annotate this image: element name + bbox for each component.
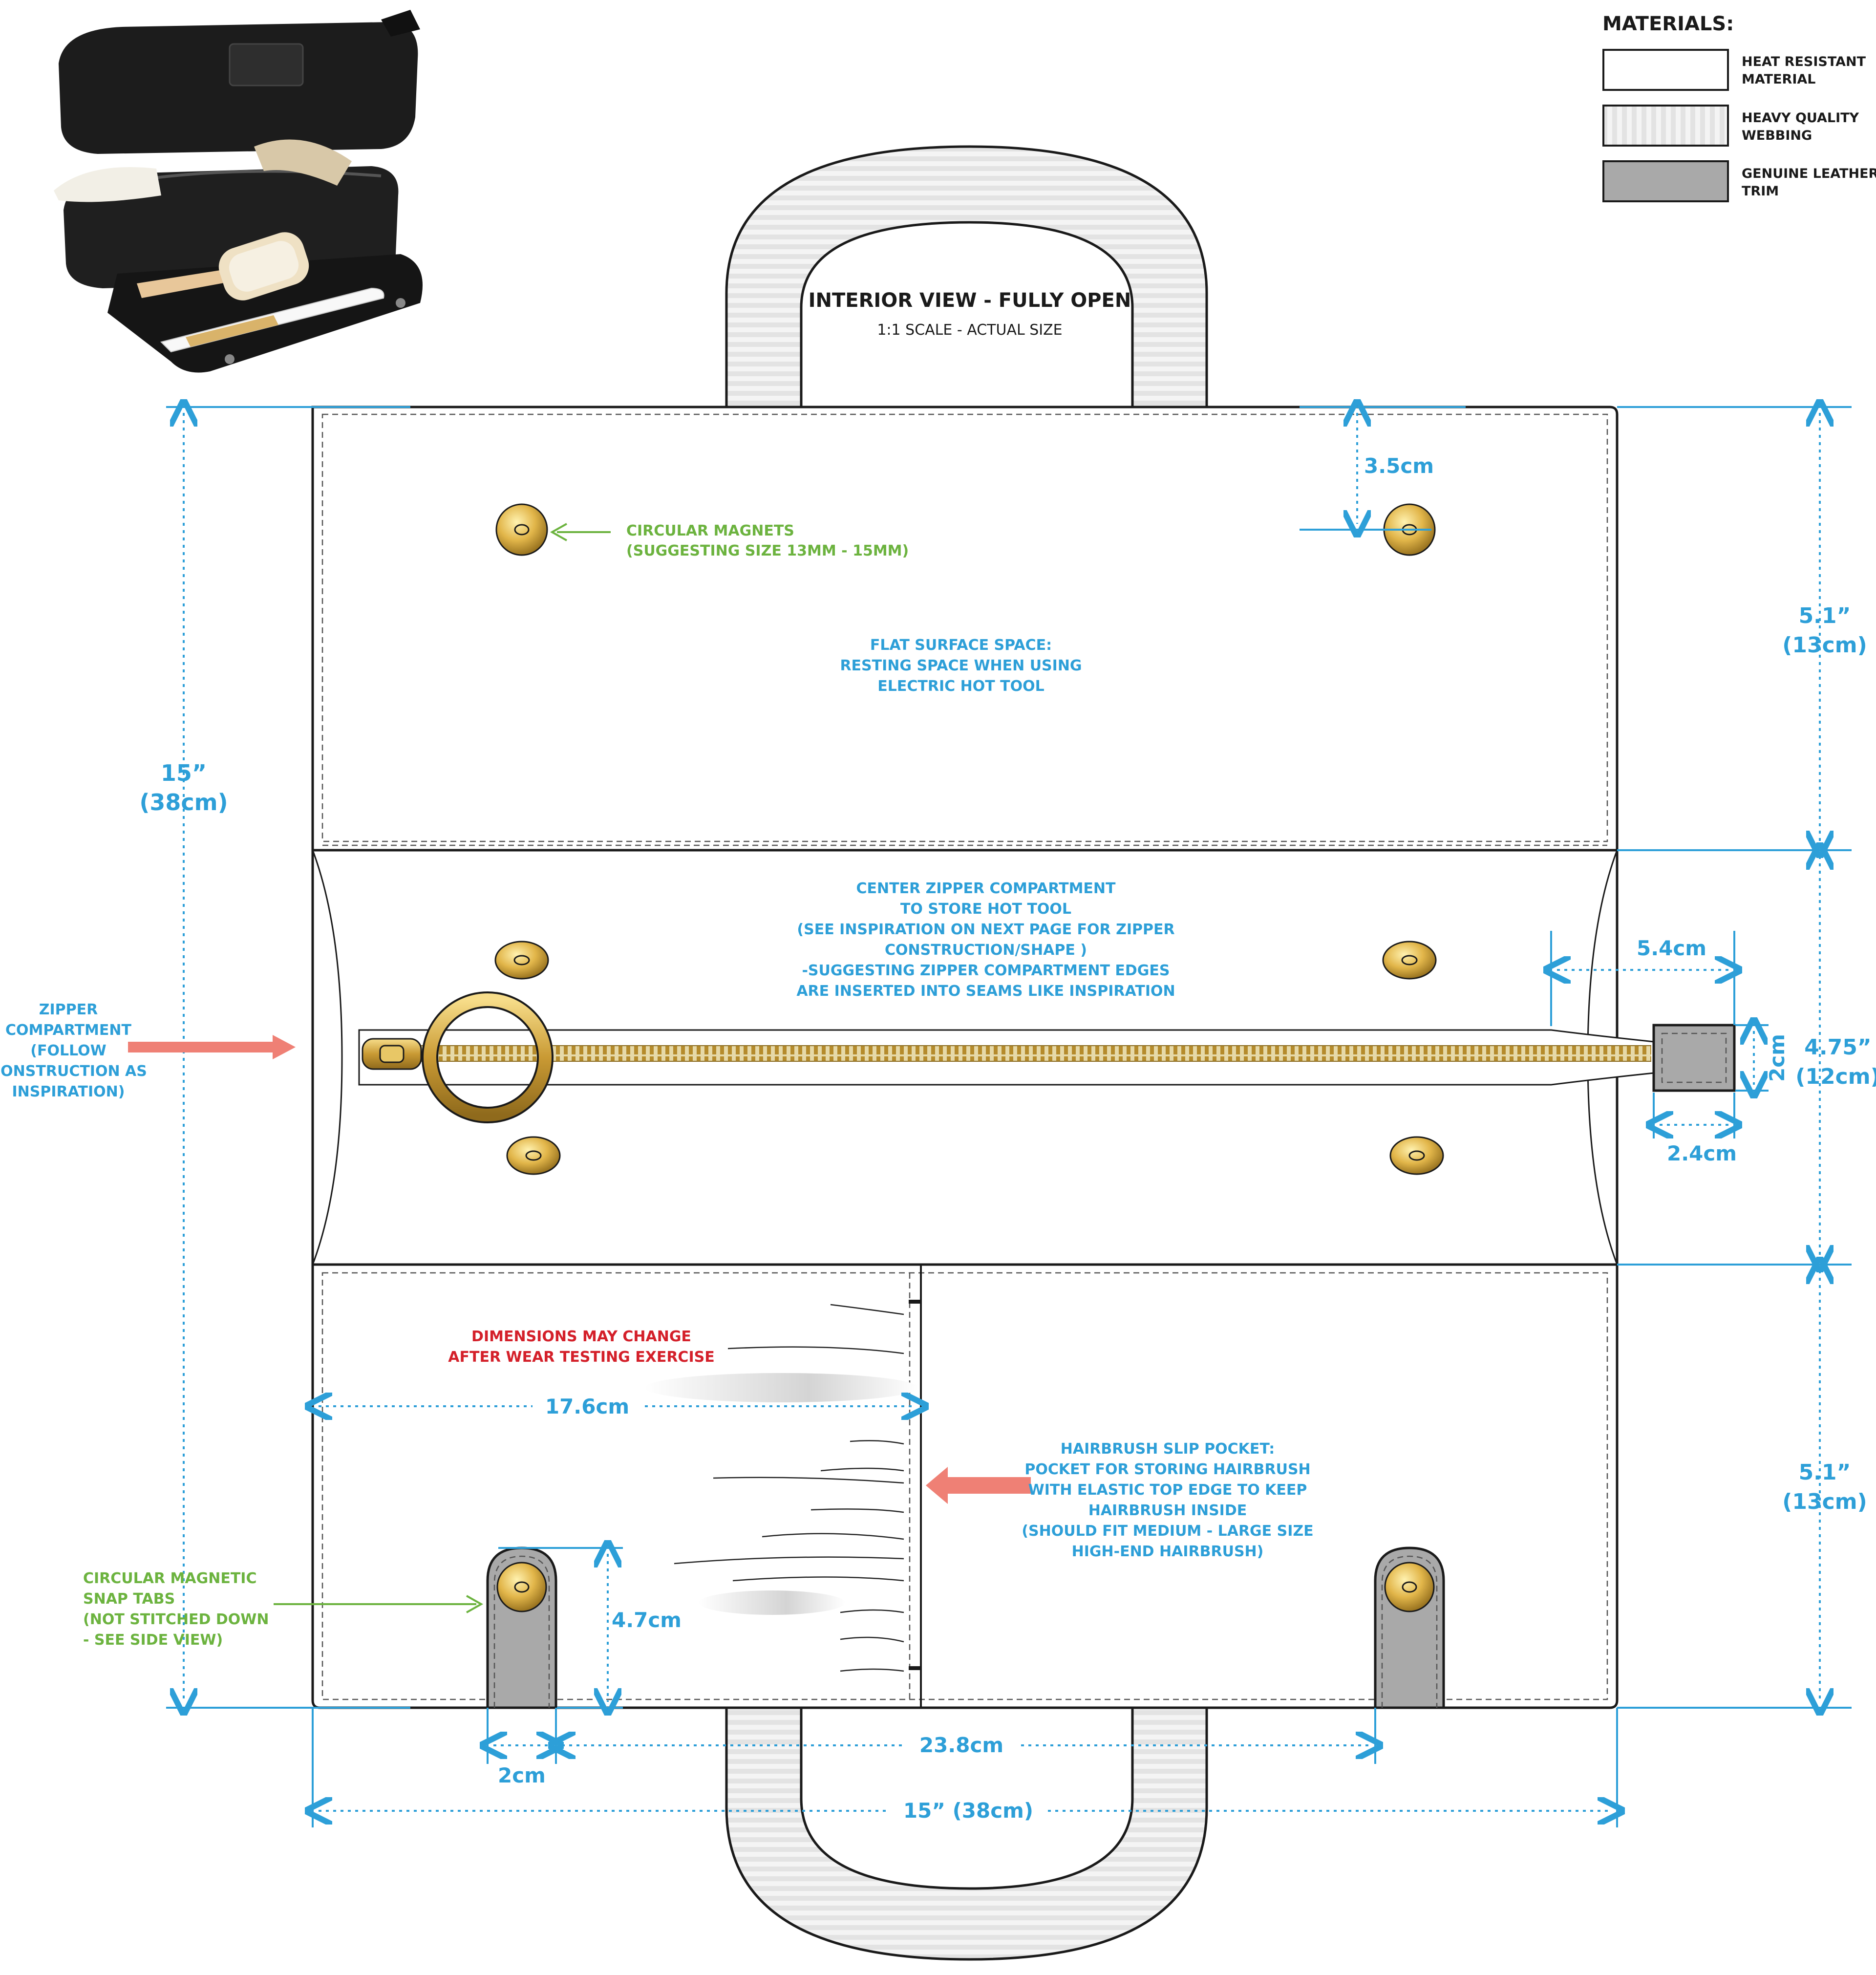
legend-swatch-webbing <box>1602 105 1729 147</box>
dimension-lines <box>166 407 1852 1827</box>
hairbrush-sketch <box>645 1304 918 1672</box>
dim-total-width: 15” (38cm) <box>903 1799 1033 1823</box>
dim-snap-tab-length: 4.7cm <box>612 1608 682 1632</box>
dim-total-height-cm: (38cm) <box>139 789 228 816</box>
magnets-label-1: CIRCULAR MAGNETS <box>626 522 794 539</box>
dim-tab-width: 2.4cm <box>1667 1141 1737 1165</box>
center-zipper-3: (SEE INSPIRATION ON NEXT PAGE FOR ZIPPER <box>797 921 1174 938</box>
bottom-handle <box>725 1706 1208 1961</box>
dim-bottom-height-in: 5.1” <box>1799 1460 1851 1485</box>
legend-label-2b: WEBBING <box>1742 128 1812 143</box>
dim-tab-height: 2cm <box>1765 1034 1789 1082</box>
dim-top-height-in: 5.1” <box>1799 603 1851 628</box>
dim-middle-height-cm: (12cm) <box>1795 1064 1876 1089</box>
zipper <box>358 1024 1736 1092</box>
dimensions-warning-2: AFTER WEAR TESTING EXERCISE <box>448 1349 714 1366</box>
hairbrush-pocket-3: WITH ELASTIC TOP EDGE TO KEEP <box>1028 1481 1307 1499</box>
snap-tab-right <box>1374 1546 1445 1709</box>
dim-magnet-offset: 3.5cm <box>1364 454 1434 478</box>
materials-legend: MATERIALS: HEAT RESISTANT MATERIAL HEAVY… <box>1602 13 1876 202</box>
legend-heading: MATERIALS: <box>1602 13 1734 35</box>
labels: INTERIOR VIEW - FULLY OPEN 1:1 SCALE - A… <box>0 289 1876 1823</box>
center-zipper-1: CENTER ZIPPER COMPARTMENT <box>856 880 1116 897</box>
zipper-leather-tab <box>1652 1024 1736 1092</box>
snap-tab-left <box>486 1546 557 1709</box>
dim-between-tabs: 23.8cm <box>919 1733 1003 1757</box>
top-panel <box>311 406 1619 852</box>
hairbrush-pocket-2: POCKET FOR STORING HAIRBRUSH <box>1024 1461 1310 1478</box>
snap-tabs-2: SNAP TABS <box>83 1590 175 1608</box>
dim-pocket-width: 17.6cm <box>545 1395 629 1418</box>
legend-label-3a: GENUINE LEATHER <box>1742 166 1876 181</box>
dimensions-warning-1: DIMENSIONS MAY CHANGE <box>471 1328 691 1345</box>
top-handle <box>725 145 1208 408</box>
flat-surface-2: RESTING SPACE WHEN USING <box>840 657 1082 674</box>
inspiration-photo <box>46 10 427 374</box>
legend-swatch-leather <box>1602 160 1729 202</box>
zipper-compartment-2: COMPARTMENT <box>5 1022 131 1039</box>
center-zipper-2: TO STORE HOT TOOL <box>900 901 1071 918</box>
zipper-compartment-4: CONSTRUCTION AS <box>0 1063 147 1080</box>
hairbrush-pocket-4: HAIRBRUSH INSIDE <box>1088 1502 1247 1519</box>
snap-tabs-4: - SEE SIDE VIEW) <box>83 1632 223 1649</box>
center-zipper-4: CONSTRUCTION/SHAPE ) <box>885 942 1087 959</box>
flat-surface-1: FLAT SURFACE SPACE: <box>870 637 1052 654</box>
hairbrush-pocket-5: (SHOULD FIT MEDIUM - LARGE SIZE <box>1022 1523 1313 1540</box>
hairbrush-pocket-1: HAIRBRUSH SLIP POCKET: <box>1061 1440 1275 1458</box>
magnet-mid-upper-right <box>1382 941 1437 980</box>
magnet-mid-upper-left <box>494 941 549 980</box>
legend-swatch-heat-resistant <box>1602 49 1729 91</box>
dim-zipper-pull: 5.4cm <box>1637 936 1706 960</box>
page-subtitle: 1:1 SCALE - ACTUAL SIZE <box>877 322 1062 339</box>
center-zipper-6: ARE INSERTED INTO SEAMS LIKE INSPIRATION <box>796 983 1175 1000</box>
zipper-compartment-1: ZIPPER <box>39 1001 98 1018</box>
dim-top-height-cm: (13cm) <box>1782 633 1867 658</box>
zipper-compartment-3: (FOLLOW <box>30 1042 106 1059</box>
dim-snap-tab-width: 2cm <box>498 1763 546 1787</box>
dim-middle-height-in: 4.75” <box>1804 1035 1871 1060</box>
magnets-label-2: (SUGGESTING SIZE 13MM - 15MM) <box>626 542 909 559</box>
magnet-mid-lower-right <box>1389 1136 1444 1175</box>
zipper-compartment-5: INSPIRATION) <box>12 1083 125 1100</box>
page-title: INTERIOR VIEW - FULLY OPEN <box>809 289 1131 312</box>
snap-tabs-1: CIRCULAR MAGNETIC <box>83 1570 256 1587</box>
dim-bottom-height-cm: (13cm) <box>1782 1489 1867 1514</box>
magnet-mid-lower-left <box>506 1136 561 1175</box>
legend-label-1a: HEAT RESISTANT <box>1742 54 1866 69</box>
zipper-pull <box>362 991 554 1123</box>
flat-surface-3: ELECTRIC HOT TOOL <box>877 678 1044 695</box>
legend-label-2a: HEAVY QUALITY <box>1742 110 1859 126</box>
hairbrush-pocket-6: HIGH-END HAIRBRUSH) <box>1072 1543 1264 1560</box>
magnet-top-left <box>495 503 548 556</box>
callout-arrows <box>128 523 1031 1613</box>
legend-label-3b: TRIM <box>1742 184 1779 199</box>
legend-label-1b: MATERIAL <box>1742 72 1815 87</box>
dim-total-height-in: 15” <box>161 760 207 786</box>
snap-tabs-3: (NOT STITCHED DOWN <box>83 1611 269 1628</box>
center-zipper-5: -SUGGESTING ZIPPER COMPARTMENT EDGES <box>802 962 1170 979</box>
